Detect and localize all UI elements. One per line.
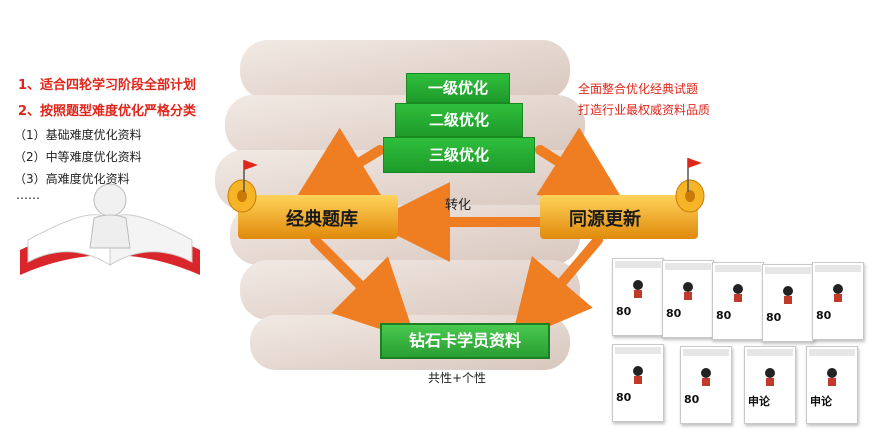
flow-arrows [292,127,626,343]
pyramid-level-3: 三级优化 [383,137,535,173]
list-item-basic: （1）基础难度优化资料 [14,128,142,142]
book-cover: 80 [612,258,664,336]
right-text-line-2: 打造行业最权威资料品质 [578,103,711,117]
feature-heading-2: 2、按照题型难度优化严格分类 [18,104,197,119]
feature-heading-1: 1、适合四轮学习阶段全部计划 [18,78,197,93]
pyramid-level-1: 一级优化 [406,73,510,103]
book-cover: 申论 [744,346,796,424]
book-cover: 80 [662,260,714,338]
node-classic-question-bank: 经典题库 [286,209,358,230]
book-cover: 80 [680,346,732,424]
node-homologous-update: 同源更新 [569,209,641,230]
scroll-left [227,160,398,239]
edge-label-transform: 转化 [445,198,472,213]
book-cover: 80 [612,344,664,422]
book-cover: 80 [712,262,764,340]
right-text-line-1: 全面整合优化经典试题 [578,82,699,96]
scroll-right [540,158,705,239]
book-cover: 80 [762,264,814,342]
book-cover: 80 [812,262,864,340]
list-item-medium: （2）中等难度优化资料 [14,150,142,164]
list-ellipsis: …… [16,188,40,202]
list-item-hard: （3）高难度优化资料 [14,172,130,186]
node-diamond-card-materials: 钻石卡学员资料 [380,323,550,359]
book-cover: 申论 [806,346,858,424]
pyramid-level-2: 二级优化 [395,103,523,137]
reading-figure-illustration [20,183,200,275]
bottom-caption: 共性+个性 [428,371,487,385]
